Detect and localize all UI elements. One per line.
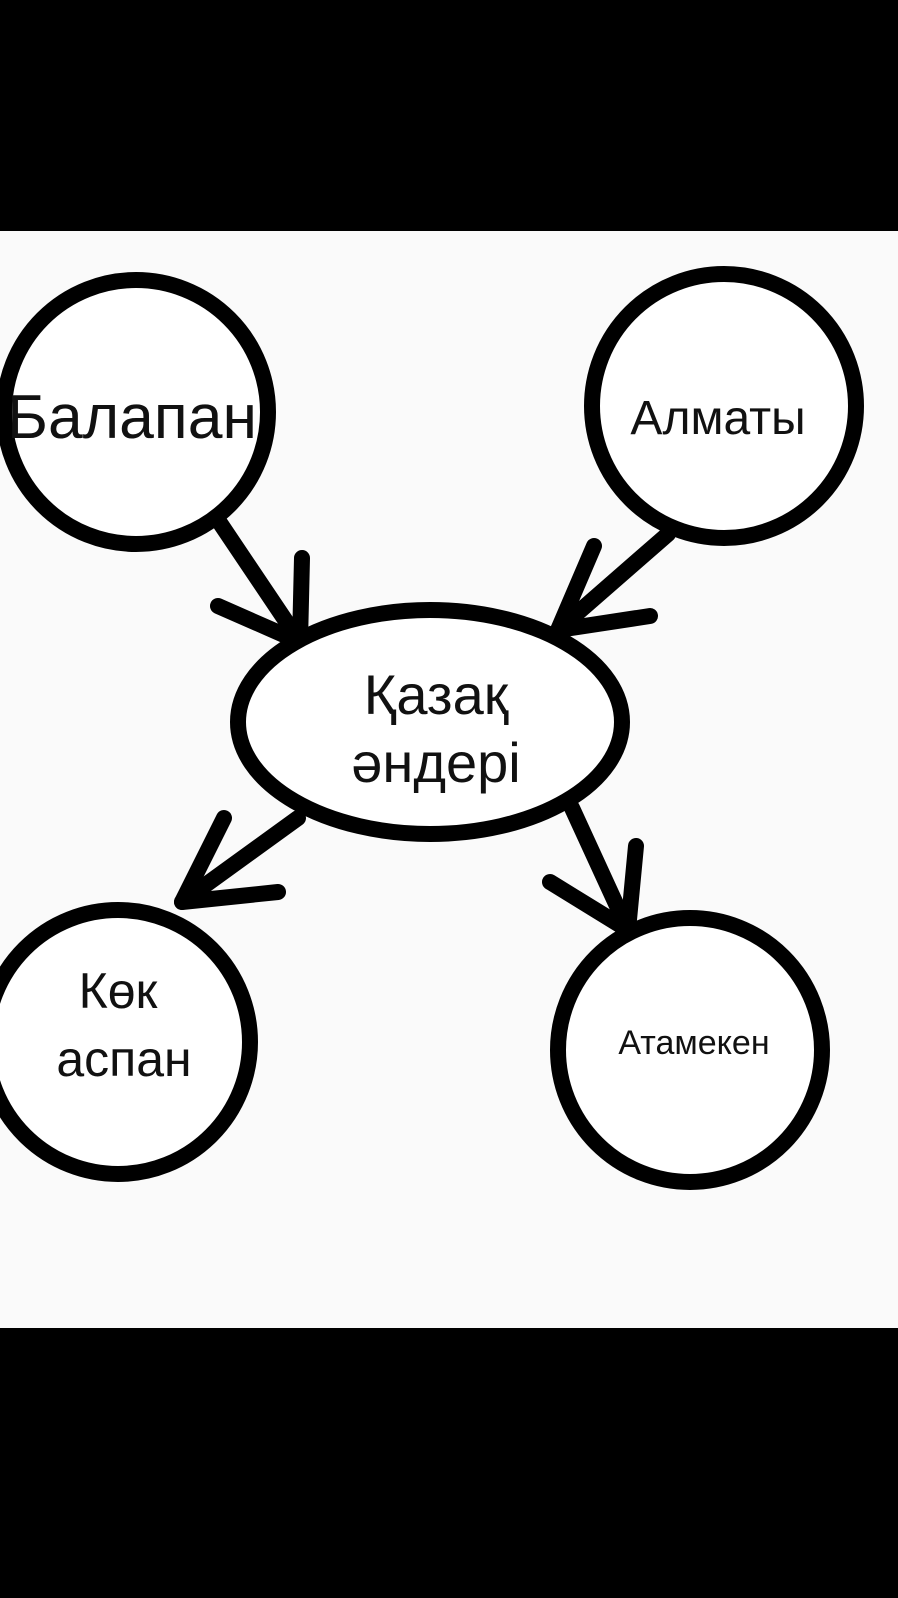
- node-top-right: Алматы: [584, 266, 864, 546]
- node-center-label-line-1: Қазақ: [364, 663, 509, 726]
- edge-center-to-kok-aspan: [174, 810, 306, 910]
- node-top-right-label: Алматы: [630, 392, 805, 445]
- node-bottom-right: Атамекен: [550, 910, 830, 1190]
- node-bottom-left-label-line-2: аспан: [56, 1031, 191, 1087]
- node-top-left: Балапан: [0, 272, 276, 552]
- node-center: Қазақ әндері: [230, 602, 630, 842]
- bottom-letterbox: [0, 1328, 898, 1598]
- node-bottom-right-label: Атамекен: [618, 1024, 769, 1062]
- node-top-left-label: Балапан: [7, 383, 257, 452]
- node-bottom-left-label-line-1: Көк: [79, 963, 159, 1019]
- node-bottom-left: Көк аспан: [0, 902, 258, 1182]
- top-letterbox: [0, 0, 898, 231]
- node-center-label-line-2: әндері: [351, 731, 520, 794]
